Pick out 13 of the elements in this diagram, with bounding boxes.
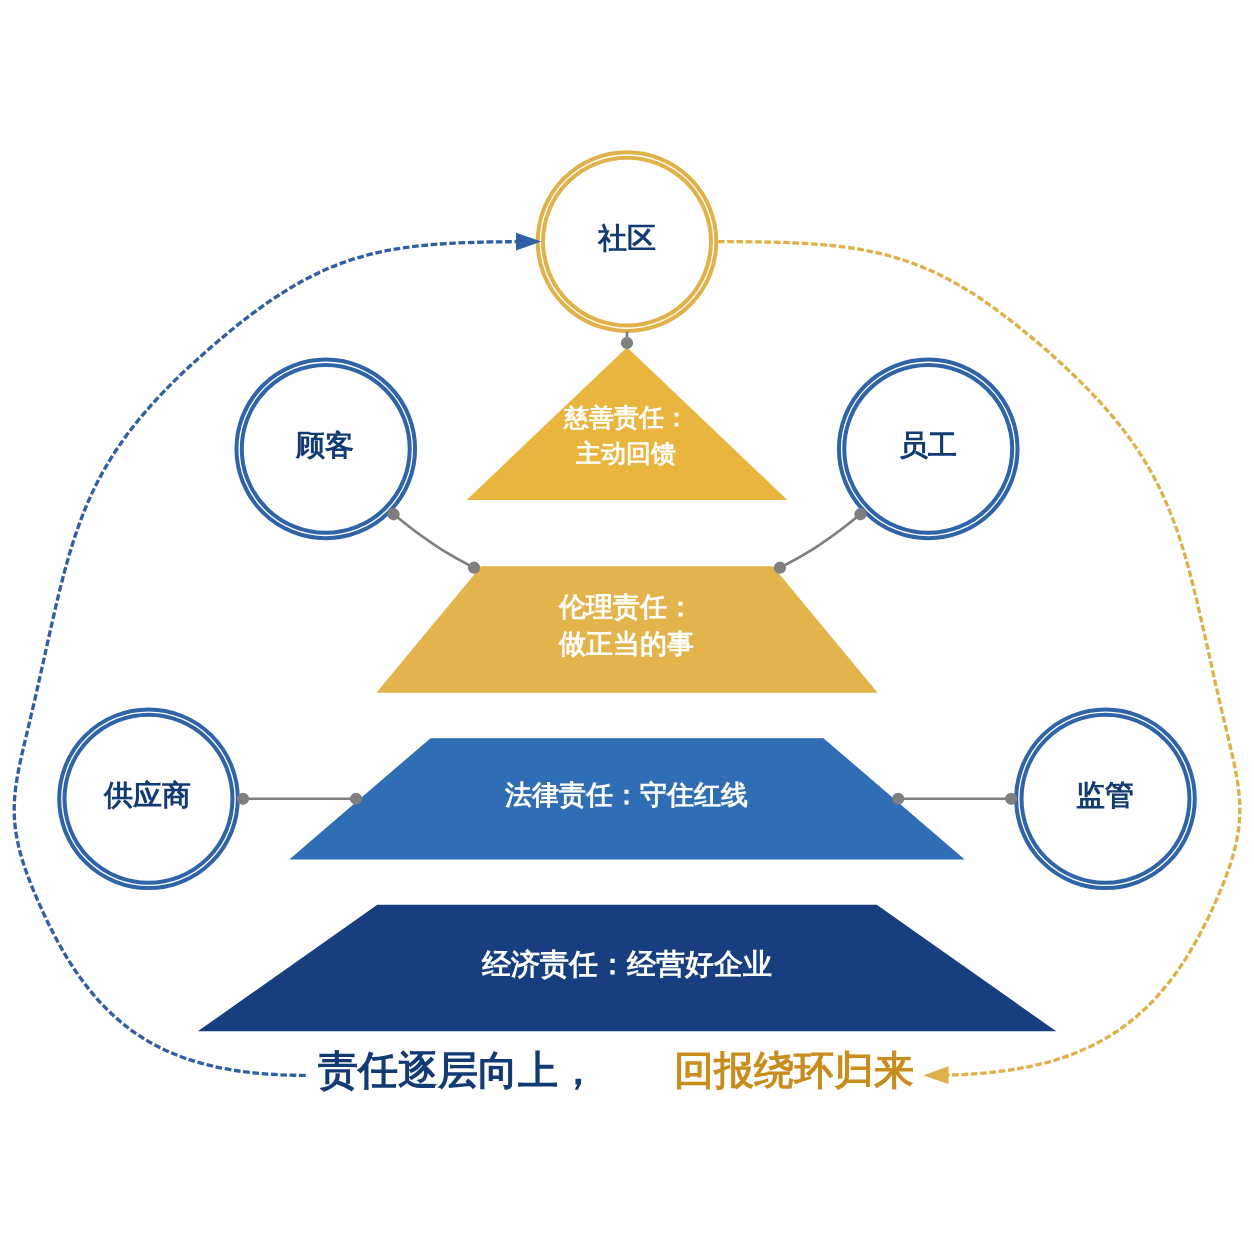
node-text: 回报绕环归来 xyxy=(674,1046,915,1093)
node-circle: 员工 xyxy=(836,357,1020,540)
arrow xyxy=(717,239,1242,1084)
connector xyxy=(773,507,867,574)
connector xyxy=(892,792,1018,805)
connector xyxy=(387,507,481,574)
node-circle: 监管 xyxy=(1014,706,1197,890)
connector xyxy=(236,792,363,805)
node-circle: 社区 xyxy=(535,149,719,333)
node-circle: 顾客 xyxy=(234,357,418,540)
node-text: 责任逐层向上， xyxy=(318,1046,599,1093)
arrow xyxy=(12,232,542,1077)
node-circle: 供应商 xyxy=(57,706,240,890)
